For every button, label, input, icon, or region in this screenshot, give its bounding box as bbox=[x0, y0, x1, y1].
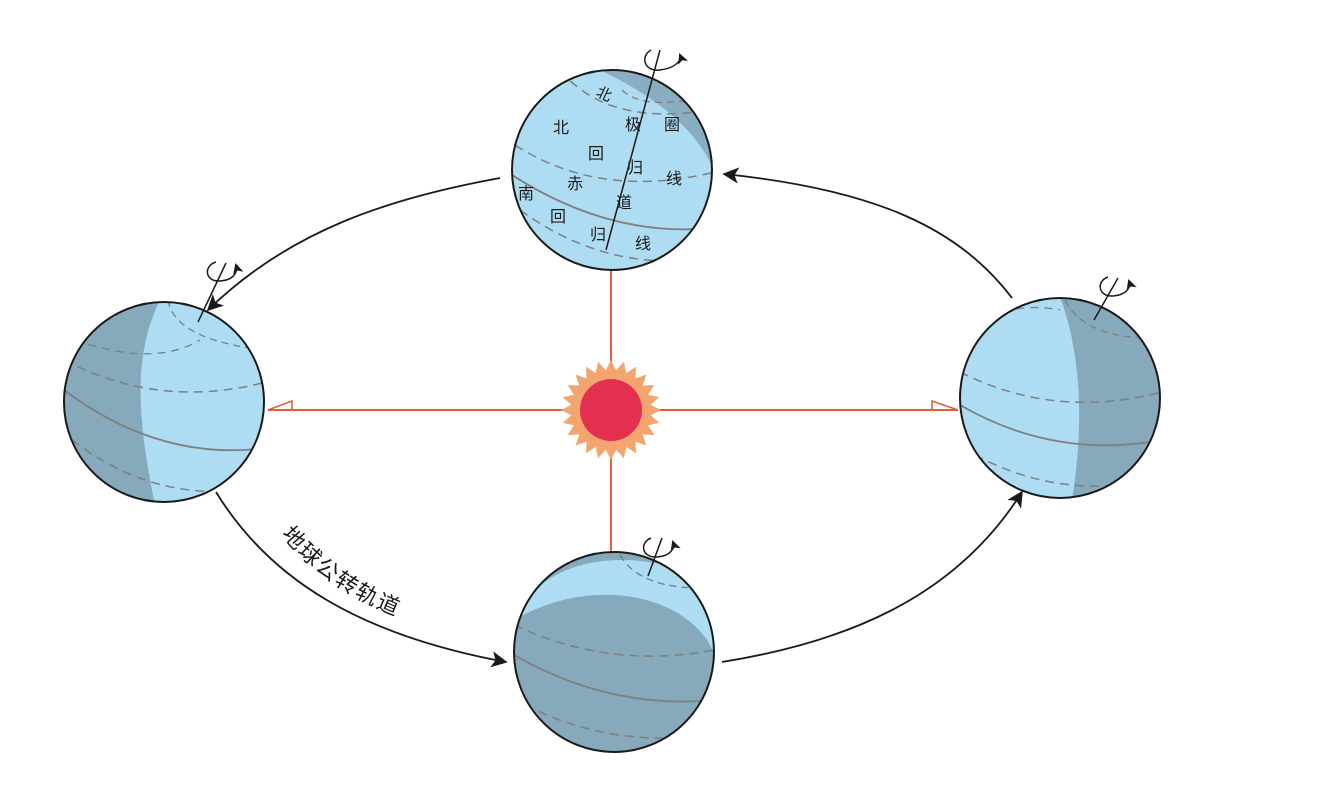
sun-icon bbox=[561, 360, 661, 460]
orbit-arc-top-to-left bbox=[206, 177, 501, 312]
tropic-capricorn-char-0: 南 bbox=[518, 184, 534, 203]
arctic-circle-char-0: 北 bbox=[593, 83, 614, 106]
orbit-arc-left-to-bottom bbox=[215, 491, 508, 668]
rotation-arrow-icon bbox=[206, 261, 244, 282]
arctic-circle-char-1: 极 bbox=[625, 115, 641, 134]
rotation-arrow-icon bbox=[642, 537, 681, 558]
rotation-arrow-icon bbox=[644, 49, 688, 71]
orbit-arc-right-to-top bbox=[722, 167, 1013, 299]
tropic-cancer-char-2: 归 bbox=[627, 158, 643, 177]
equator-char-0: 赤 bbox=[567, 174, 583, 193]
arctic-circle-char-2: 圈 bbox=[664, 115, 680, 134]
latitude-labels: 北 极 圈 北 回 归 线 赤 道 南 回 归 线 bbox=[518, 83, 682, 253]
tropic-capricorn-char-2: 归 bbox=[590, 225, 606, 244]
sun-rays bbox=[268, 240, 958, 553]
tropic-capricorn-char-1: 回 bbox=[550, 207, 566, 226]
earth-right bbox=[959, 276, 1161, 499]
tropic-cancer-char-1: 回 bbox=[588, 144, 604, 163]
tropic-cancer-char-0: 北 bbox=[553, 118, 569, 137]
orbit-path bbox=[206, 167, 1023, 668]
equator-char-1: 道 bbox=[616, 193, 632, 212]
earth-top: 北 极 圈 北 回 归 线 赤 道 南 回 归 线 bbox=[511, 49, 713, 271]
tropic-cancer-char-3: 线 bbox=[666, 169, 682, 188]
earth-left bbox=[63, 261, 265, 503]
tropic-capricorn-char-3: 线 bbox=[635, 234, 651, 253]
orbit-arc-bottom-to-right bbox=[721, 490, 1023, 663]
earth-bottom bbox=[513, 537, 715, 753]
rotation-arrow-icon bbox=[1099, 276, 1137, 297]
